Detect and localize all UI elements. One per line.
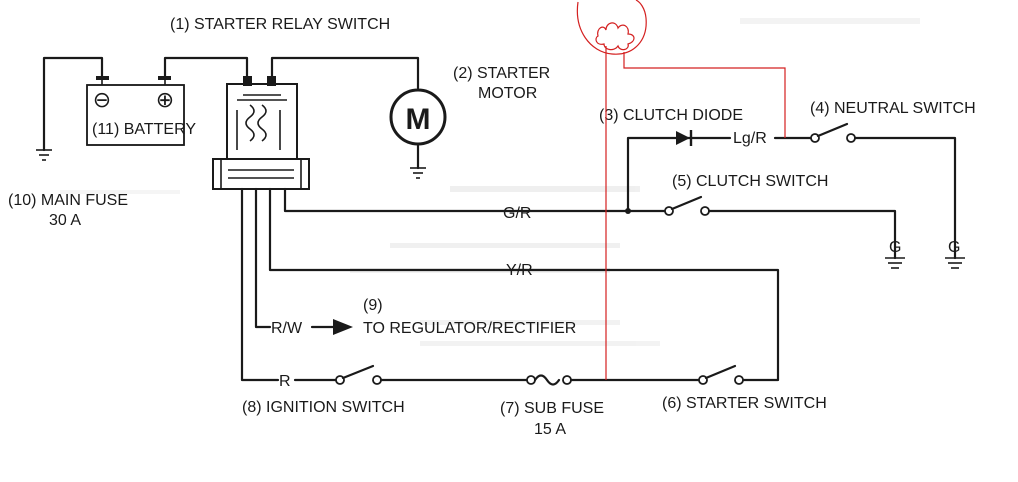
ground-2-icon [945,257,965,269]
ground-1-label: G [889,239,901,256]
g-r-wire [283,187,667,213]
y-r-wire-label: Y/R [506,262,533,279]
regulator-number-label: (9) [363,297,383,314]
battery-ground-wire [36,56,104,161]
clutch-switch [664,195,710,216]
r-w-wire-label: R/W [271,320,303,337]
ignition-switch-label: (8) IGNITION SWITCH [242,399,405,416]
clutch-switch-ground-wire [707,209,897,260]
relay-to-motor-wire [270,56,420,90]
sub-fuse [526,374,572,386]
clutch-diode-label: (3) CLUTCH DIODE [599,107,743,124]
starter-relay-switch [212,76,310,190]
g-r-wire-label: G/R [503,205,531,222]
battery-label: (11) BATTERY [92,121,196,138]
clutch-diode-wire [626,136,732,213]
battery-positive-icon: ⊕ [156,87,174,112]
neutral-switch [810,122,856,143]
r-w-wire [254,187,272,329]
lg-r-wire-label: Lg/R [733,130,767,147]
motor-symbol-icon: M [406,103,431,136]
neutral-switch-label: (4) NEUTRAL SWITCH [810,100,976,117]
ground-2-label: G [948,239,960,256]
sub-fuse-rating: 15 A [534,421,566,438]
clutch-diode-icon [676,130,693,146]
clutch-switch-label: (5) CLUTCH SWITCH [672,173,828,190]
neutral-switch-ground-wire [853,136,957,260]
starter-switch-label: (6) STARTER SWITCH [662,395,827,412]
ignition-switch [335,364,382,385]
starter-motor: M [389,88,447,179]
main-fuse-label: (10) MAIN FUSE [8,192,128,209]
y-r-wire [268,187,780,382]
r-wire [240,187,280,382]
starter-motor-label-2: MOTOR [478,85,537,102]
battery-positive-wire [163,56,249,86]
starter-relay-switch-label: (1) STARTER RELAY SWITCH [170,16,390,33]
red-markup [576,0,786,380]
r-wire-label: R [279,373,291,390]
regulator-label: TO REGULATOR/RECTIFIER [363,320,576,337]
sub-fuse-label: (7) SUB FUSE [500,400,604,417]
battery-negative-icon: ⊖ [93,87,111,112]
main-fuse-rating: 30 A [49,212,81,229]
battery: ⊖ ⊕ (11) BATTERY [86,76,196,146]
ground-1-icon [885,257,905,269]
starter-motor-label: (2) STARTER [453,65,550,82]
starter-switch [698,364,744,385]
arrow-right-icon [310,319,353,335]
